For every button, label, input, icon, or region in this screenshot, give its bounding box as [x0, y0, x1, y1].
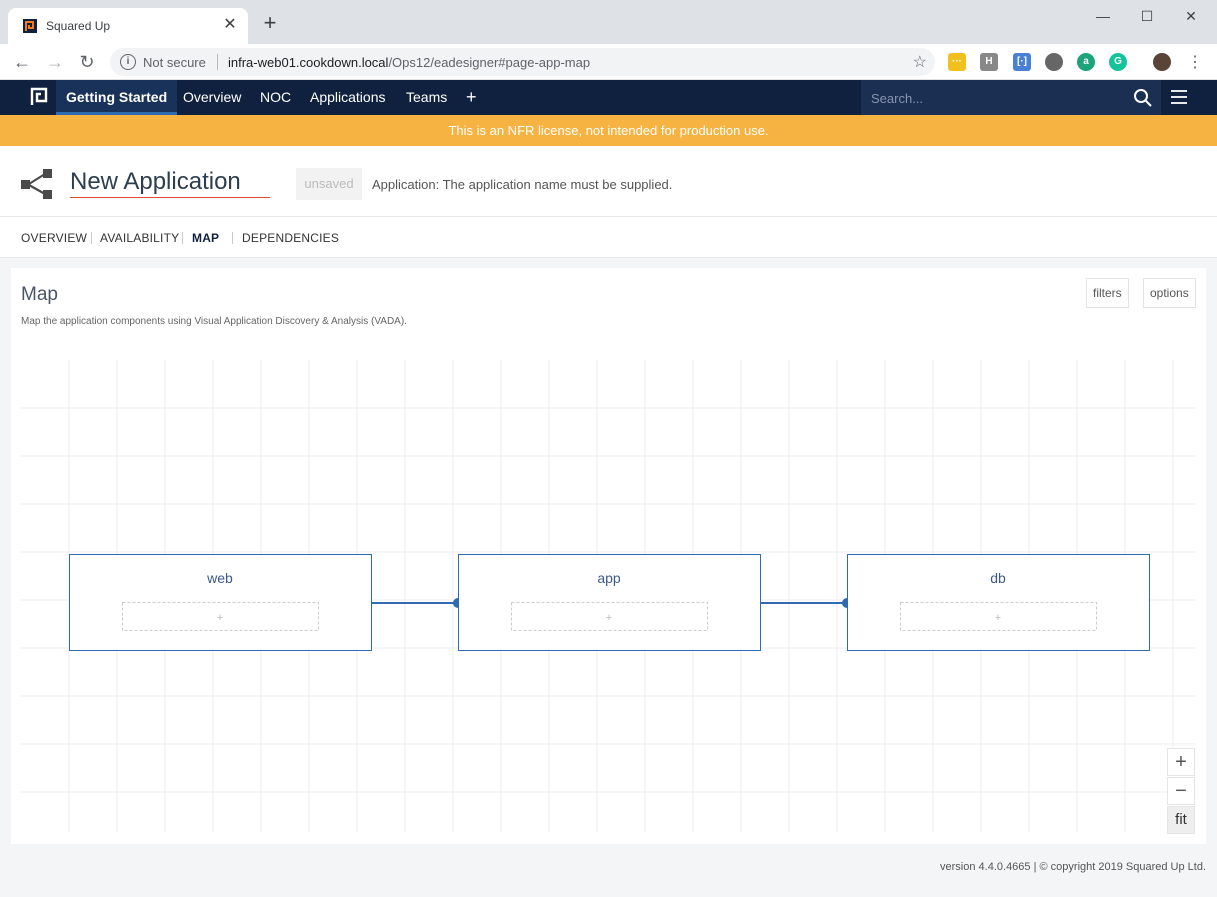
- add-plus-icon: +: [995, 612, 1001, 624]
- back-arrow-icon[interactable]: ←: [13, 52, 31, 72]
- bookmark-star-icon[interactable]: ☆: [912, 54, 927, 71]
- extension-bracket-icon[interactable]: [·]: [1013, 53, 1031, 71]
- zoom-in-button[interactable]: +: [1167, 748, 1195, 776]
- version-footer: version 4.4.0.4665 | © copyright 2019 Sq…: [940, 861, 1206, 873]
- tab-dependencies[interactable]: DEPENDENCIES: [242, 231, 340, 245]
- browser-toolbar: ← → ↻ i Not secure infra-web01.cookdown.…: [0, 44, 1217, 119]
- add-nav-item-icon[interactable]: +: [466, 87, 477, 107]
- browser-tab[interactable]: Squared Up ✕: [8, 8, 248, 44]
- browser-titlebar: Squared Up ✕ + — ☐ ✕: [0, 0, 1217, 44]
- site-info-icon[interactable]: i: [120, 54, 136, 70]
- unsaved-status-badge: unsaved: [296, 168, 362, 200]
- grammarly-icon[interactable]: G: [1109, 53, 1127, 71]
- nav-item-teams[interactable]: Teams: [406, 89, 448, 105]
- tab-map[interactable]: MAP: [192, 231, 220, 245]
- tab-divider: [182, 232, 183, 244]
- application-name-input[interactable]: [70, 166, 270, 198]
- global-search: [861, 80, 1161, 115]
- squared-up-logo-icon[interactable]: [29, 87, 49, 107]
- not-secure-label: Not secure: [143, 55, 206, 70]
- nav-item-applications[interactable]: Applications: [310, 89, 386, 105]
- reload-icon[interactable]: ↻: [79, 52, 95, 72]
- profile-avatar[interactable]: [1153, 53, 1171, 71]
- map-description: Map the application components using Vis…: [21, 316, 407, 327]
- zoom-fit-button[interactable]: fit: [1167, 806, 1195, 834]
- tab-availability[interactable]: AVAILABILITY: [100, 231, 180, 245]
- application-topology-icon: [21, 169, 52, 199]
- omnibox-divider: [217, 54, 218, 70]
- map-tier-app[interactable]: app +: [458, 554, 761, 651]
- add-component-button[interactable]: +: [122, 602, 319, 631]
- map-title: Map: [21, 284, 58, 305]
- tab-divider: [232, 232, 233, 244]
- add-component-button[interactable]: +: [900, 602, 1097, 631]
- tab-divider: [91, 232, 92, 244]
- extension-notes-icon[interactable]: ···: [948, 53, 966, 71]
- add-plus-icon: +: [606, 612, 612, 624]
- close-window-icon[interactable]: ✕: [1185, 8, 1197, 24]
- map-tier-db[interactable]: db +: [847, 554, 1150, 651]
- tier-name-label: app: [597, 570, 621, 586]
- application-subtabs: OVERVIEW AVAILABILITY MAP DEPENDENCIES: [0, 217, 1217, 258]
- nav-item-noc[interactable]: NOC: [260, 89, 292, 105]
- new-tab-button[interactable]: +: [263, 10, 277, 35]
- map-panel: Map Map the application components using…: [11, 268, 1206, 844]
- vada-map-canvas[interactable]: web + app + db +: [21, 360, 1196, 832]
- validation-message: Application: The application name must b…: [372, 177, 673, 192]
- tier-name-label: web: [206, 570, 233, 586]
- nav-item-overview[interactable]: Overview: [183, 89, 242, 105]
- extension-h-icon[interactable]: H: [980, 53, 998, 71]
- squared-up-favicon-icon: [23, 19, 37, 33]
- search-icon[interactable]: [1133, 88, 1153, 108]
- add-component-button[interactable]: +: [511, 602, 708, 631]
- filters-button[interactable]: filters: [1086, 278, 1129, 308]
- nav-item-getting-started[interactable]: Getting Started: [56, 80, 178, 115]
- search-input[interactable]: [871, 88, 1121, 108]
- hamburger-menu-icon[interactable]: [1170, 88, 1188, 106]
- extension-a-icon[interactable]: a: [1077, 53, 1095, 71]
- options-button[interactable]: options: [1143, 278, 1196, 308]
- page-header: unsaved Application: The application nam…: [0, 146, 1217, 217]
- maximize-window-icon[interactable]: ☐: [1140, 8, 1154, 24]
- tab-title: Squared Up: [46, 19, 111, 33]
- tab-overview[interactable]: OVERVIEW: [21, 231, 88, 245]
- browser-menu-icon[interactable]: ⋮: [1187, 54, 1203, 71]
- address-bar[interactable]: i Not secure infra-web01.cookdown.local/…: [110, 48, 935, 76]
- zoom-out-button[interactable]: −: [1167, 777, 1195, 805]
- url-text[interactable]: infra-web01.cookdown.local/Ops12/eadesig…: [228, 55, 591, 70]
- tier-name-label: db: [990, 570, 1006, 586]
- minimize-window-icon[interactable]: —: [1096, 8, 1110, 24]
- tab-close-icon[interactable]: ✕: [223, 16, 237, 33]
- extension-circle-icon[interactable]: [1045, 53, 1063, 71]
- add-plus-icon: +: [217, 612, 223, 624]
- forward-arrow-icon[interactable]: →: [46, 52, 64, 72]
- license-banner: This is an NFR license, not intended for…: [0, 115, 1217, 146]
- app-navigation-bar: Getting Started Overview NOC Application…: [0, 80, 1217, 115]
- map-tier-web[interactable]: web +: [69, 554, 372, 651]
